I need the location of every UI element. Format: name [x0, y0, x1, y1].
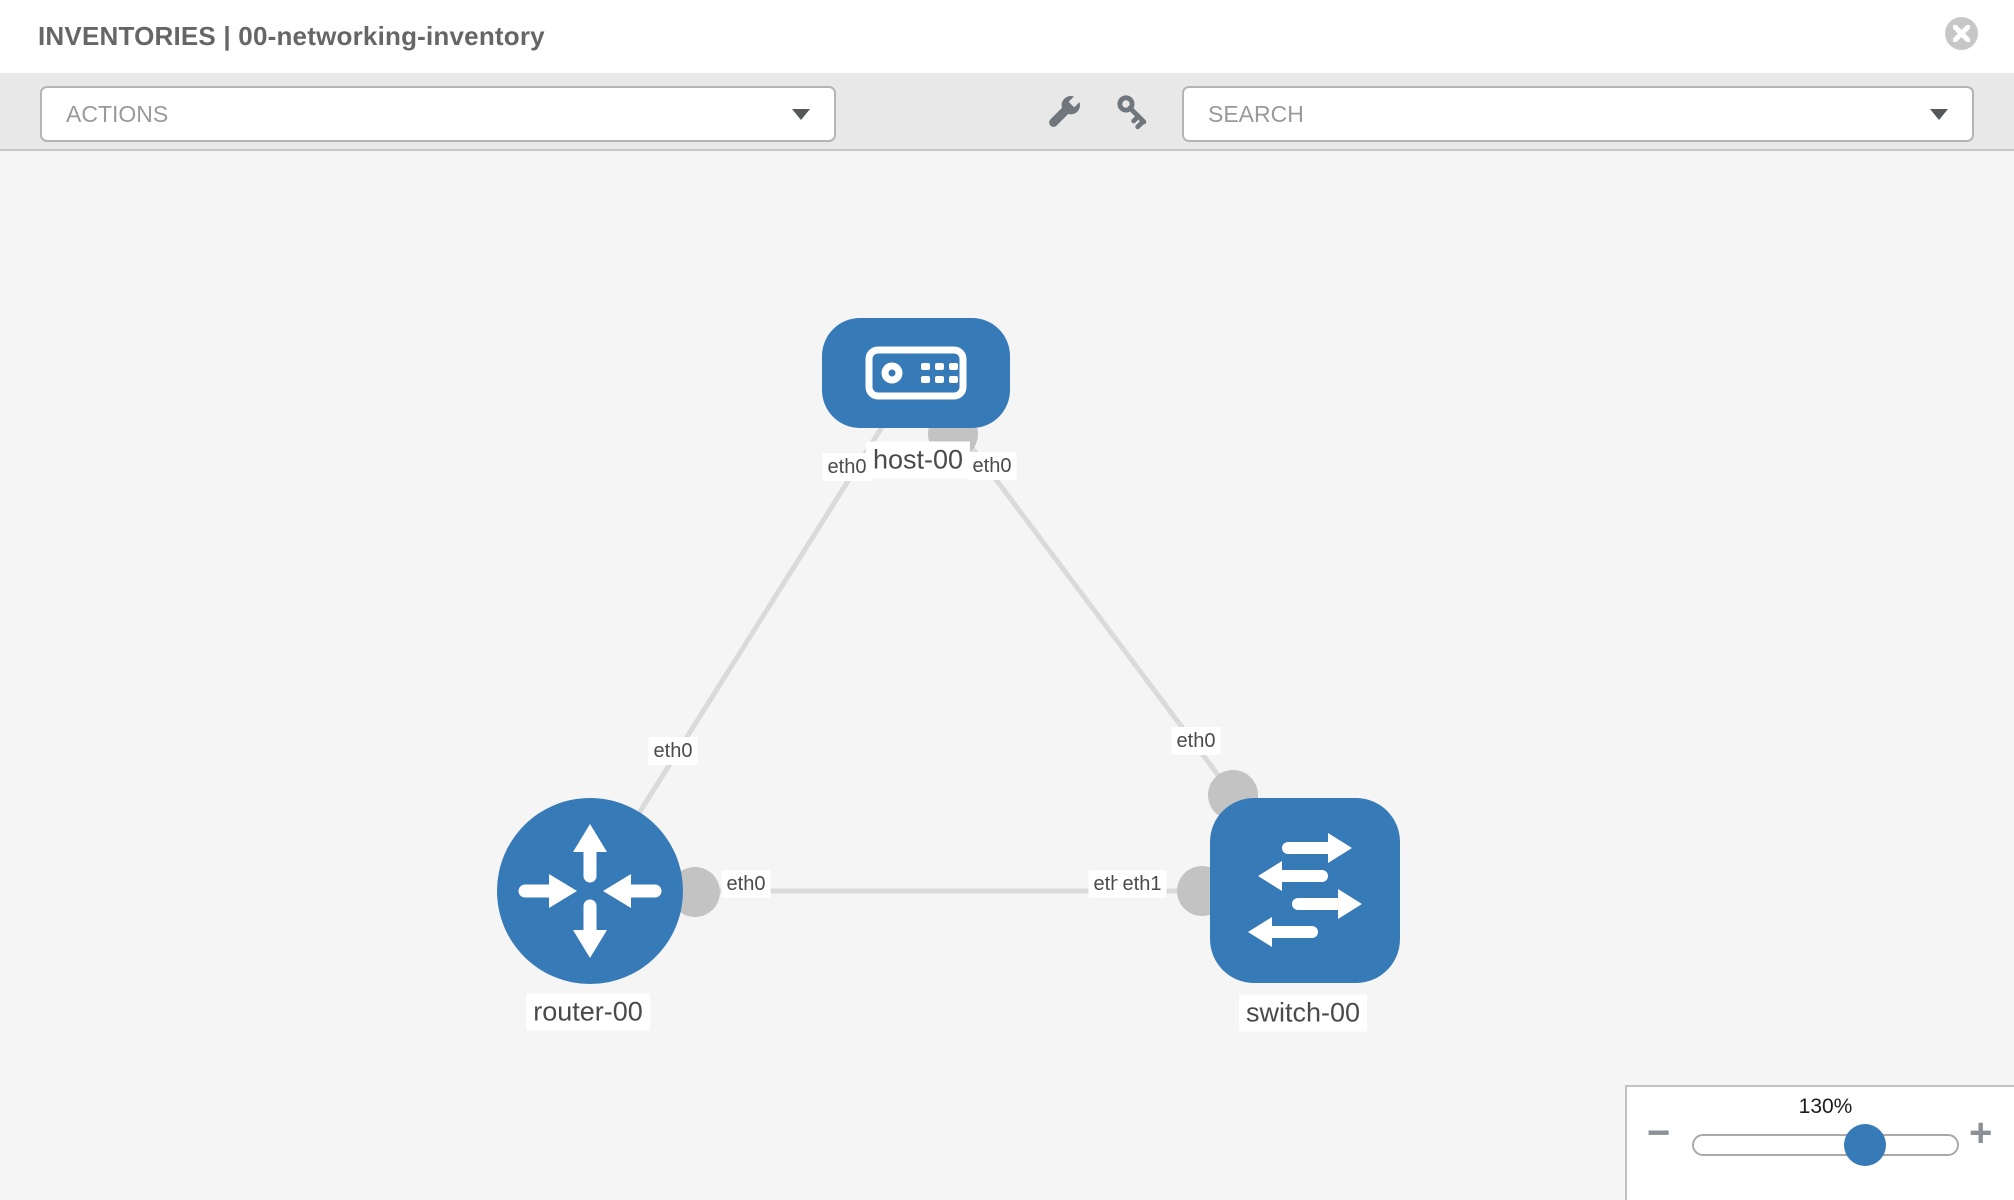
toolbar: ACTIONS SEARCH — [0, 73, 2014, 151]
node-label-router: router-00 — [526, 993, 650, 1031]
zoom-slider-track[interactable] — [1692, 1134, 1959, 1156]
header: INVENTORIES | 00-networking-inventory — [0, 0, 2014, 73]
interface-label: eth0 — [721, 870, 771, 898]
actions-dropdown-label: ACTIONS — [66, 100, 169, 127]
zoom-out-button[interactable]: − — [1647, 1111, 1671, 1155]
router-icon — [518, 824, 662, 958]
zoom-panel: 130% − + — [1625, 1085, 2014, 1200]
zoom-slider-thumb[interactable] — [1844, 1124, 1886, 1166]
zoom-level: 130% — [1798, 1095, 1853, 1118]
actions-dropdown[interactable]: ACTIONS — [40, 86, 836, 142]
chevron-down-icon — [792, 108, 810, 120]
wrench-icon[interactable] — [1043, 91, 1085, 133]
interface-label: eth0 — [1171, 727, 1221, 755]
topology-canvas[interactable]: eth0 eth0 eth0 eth0 eth0 eth0 eth1 host-… — [0, 151, 2014, 1200]
interface-label: eth0 — [822, 453, 872, 481]
interface-label: eth0 — [648, 737, 698, 765]
key-icon[interactable] — [1113, 91, 1155, 133]
server-icon — [865, 346, 967, 400]
node-label-switch: switch-00 — [1238, 994, 1368, 1032]
interface-port-router-right[interactable] — [670, 867, 720, 917]
close-icon — [1953, 25, 1970, 42]
node-switch[interactable] — [1210, 798, 1400, 983]
search-dropdown-label: SEARCH — [1208, 100, 1304, 127]
node-router[interactable] — [497, 798, 683, 984]
page-title: INVENTORIES | 00-networking-inventory — [38, 21, 545, 51]
interface-label: eth1 — [1117, 870, 1167, 898]
close-button[interactable] — [1945, 17, 1978, 50]
search-dropdown[interactable]: SEARCH — [1182, 86, 1974, 142]
node-host[interactable] — [822, 318, 1010, 428]
toolbar-icons — [1043, 73, 1155, 151]
zoom-in-button[interactable]: + — [1969, 1111, 1993, 1155]
switch-icon — [1248, 833, 1362, 947]
chevron-down-icon — [1930, 108, 1948, 120]
interface-label: eth0 — [967, 452, 1017, 480]
node-label-host: host-00 — [865, 441, 971, 479]
